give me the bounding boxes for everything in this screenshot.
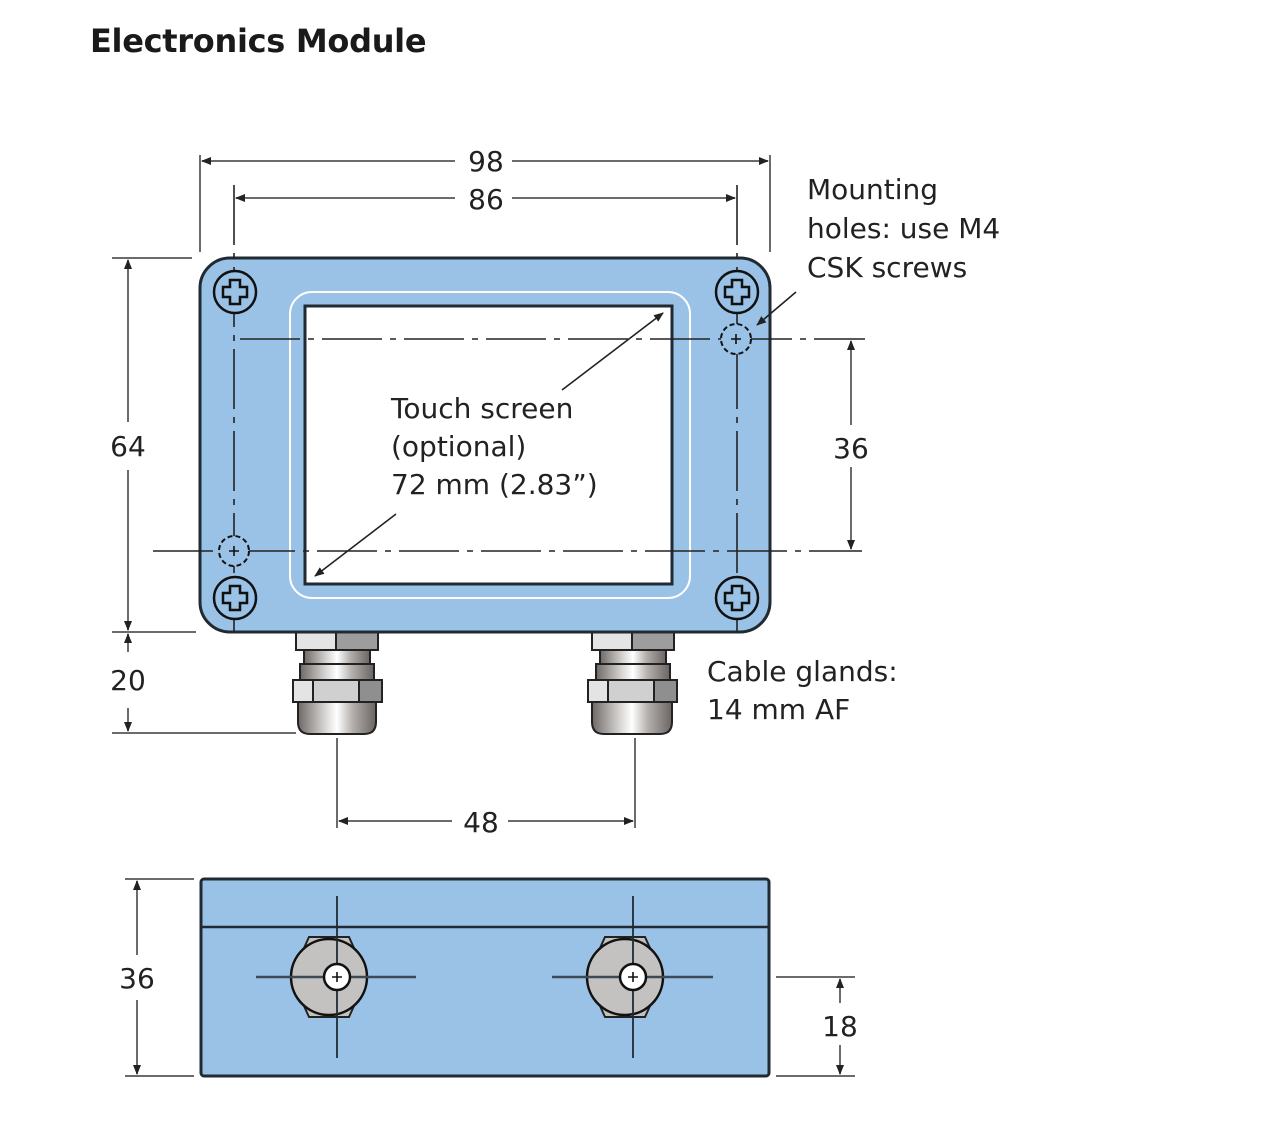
dimension-label: 64 — [110, 430, 146, 463]
dimension-enclosure-height: 64 — [110, 259, 146, 631]
dimension-mounting-hole-spacing: 36 — [833, 340, 869, 550]
touch-screen-note: Touch screen (optional) 72 mm (2.83”) — [390, 392, 598, 501]
screen-bezel — [289, 291, 691, 599]
dimension-hole-spacing-width: 86 — [235, 183, 736, 216]
screw-icon — [714, 575, 760, 621]
gland-nut-icon — [256, 896, 416, 1058]
mounting-hole-icon — [218, 535, 250, 567]
cable-gland-left — [292, 629, 383, 735]
side-view: 36 18 — [119, 877, 858, 1078]
gland-nut-icon — [552, 896, 713, 1058]
dimension-overall-width: 98 — [201, 145, 769, 178]
screw-icon — [212, 269, 258, 315]
screen-diagonal-leader-bottom — [314, 513, 397, 577]
dimension-enclosure-depth: 36 — [119, 880, 155, 1075]
dimension-gland-spacing: 48 — [338, 806, 634, 839]
mounting-hole-icon — [720, 323, 752, 355]
dimension-label: 86 — [468, 183, 504, 216]
screw-icon — [212, 575, 258, 621]
dimension-label: 36 — [833, 432, 869, 465]
dimension-gland-height: 20 — [110, 633, 146, 732]
cable-glands-note: Cable glands: 14 mm AF — [707, 655, 907, 726]
page-title: Electronics Module — [90, 22, 427, 60]
dimension-label: 18 — [822, 1010, 858, 1043]
screw-icon — [714, 269, 760, 315]
dimension-label: 98 — [468, 145, 504, 178]
mounting-hole-leader — [756, 291, 797, 326]
dimension-label: 48 — [463, 806, 499, 839]
cable-gland-right — [587, 629, 678, 735]
dimension-label: 20 — [110, 664, 146, 697]
screen-diagonal-leader-top — [561, 312, 664, 391]
dimension-label: 36 — [119, 962, 155, 995]
mounting-holes-note: Mounting holes: use M4 CSK screws — [807, 173, 1009, 284]
dimension-gland-center-height: 18 — [822, 978, 858, 1075]
front-view: 98 86 64 20 36 48 — [110, 145, 1009, 839]
